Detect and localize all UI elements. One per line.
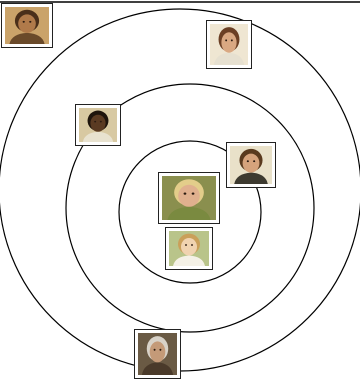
smiling-man-portrait-eye	[94, 121, 96, 123]
child-portrait-eye	[185, 244, 187, 246]
bearded-man-portrait	[5, 7, 49, 44]
portrait-5[interactable]	[158, 172, 220, 224]
young-man-portrait-eye	[253, 160, 255, 162]
portrait-3[interactable]	[75, 104, 121, 146]
woman-portrait-eye	[225, 39, 227, 41]
blonde-woman-portrait-eye	[184, 193, 187, 195]
bearded-man-portrait-eye	[23, 21, 25, 23]
old-man-portrait-eye	[159, 349, 161, 351]
young-man-portrait	[230, 146, 272, 184]
young-man-portrait-eye	[247, 160, 249, 162]
bearded-man-portrait-eye	[29, 21, 31, 23]
child-portrait-eye	[191, 244, 193, 246]
old-man-portrait-eye	[154, 349, 156, 351]
blonde-woman-portrait-eye	[192, 193, 195, 195]
child-portrait-face	[181, 238, 197, 256]
old-man-portrait	[138, 333, 177, 375]
portrait-2[interactable]	[206, 20, 252, 69]
old-man-portrait-face	[150, 341, 166, 362]
smiling-man-portrait	[79, 108, 117, 142]
smiling-man-portrait-eye	[100, 121, 102, 123]
smiling-man-portrait-face	[90, 115, 105, 132]
young-man-portrait-face	[243, 154, 260, 173]
blonde-woman-portrait-face	[178, 185, 200, 207]
woman-portrait-face	[221, 32, 236, 53]
portrait-1[interactable]	[1, 3, 53, 48]
woman-portrait	[210, 24, 248, 65]
bearded-man-portrait-face	[18, 14, 36, 33]
portrait-4[interactable]	[226, 142, 276, 188]
blonde-woman-portrait	[162, 176, 216, 220]
portrait-6[interactable]	[165, 227, 213, 270]
woman-portrait-eye	[231, 39, 233, 41]
portrait-7[interactable]	[134, 329, 181, 379]
child-portrait	[169, 231, 209, 266]
